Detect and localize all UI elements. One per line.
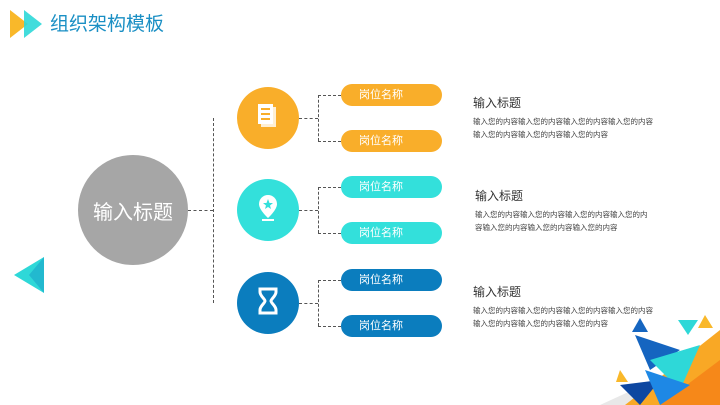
connector (318, 141, 341, 142)
connector (299, 303, 318, 304)
location-star-icon (257, 194, 279, 226)
section-body-line: 输入您的内容输入您的内容输入您的内容输入您的内 (475, 210, 648, 219)
connector (318, 280, 341, 281)
section-title: 输入标题 (473, 285, 522, 299)
title-arrows-icon (10, 10, 42, 38)
connector (299, 210, 318, 211)
hourglass-icon (257, 287, 279, 319)
connector (318, 326, 341, 327)
connector (318, 95, 319, 141)
page-title: 组织架构模板 (50, 13, 165, 35)
section-title: 输入标题 (473, 96, 522, 110)
connector (299, 118, 318, 119)
position-pill[interactable]: 岗位名称 (341, 269, 442, 291)
connector (318, 233, 341, 234)
group-node-1 (237, 87, 299, 149)
connector (318, 187, 341, 188)
group-node-3 (237, 272, 299, 334)
position-pill[interactable]: 岗位名称 (341, 222, 442, 244)
connector (318, 95, 341, 96)
section-title: 输入标题 (475, 189, 524, 203)
position-pill[interactable]: 岗位名称 (341, 315, 442, 337)
connector (318, 280, 319, 326)
position-pill[interactable]: 岗位名称 (341, 130, 442, 152)
connector (318, 187, 319, 233)
corner-triangles-decoration (600, 315, 720, 405)
position-pill[interactable]: 岗位名称 (341, 176, 442, 198)
center-node: 输入标题 (78, 155, 188, 265)
left-triangle-decoration (14, 257, 44, 293)
group-node-2 (237, 179, 299, 241)
section-body-line: 输入您的内容输入您的内容输入您的内容 (473, 319, 608, 328)
section-body-line: 容输入您的内容输入您的内容输入您的内容 (475, 223, 618, 232)
connector (188, 210, 213, 211)
position-pill[interactable]: 岗位名称 (341, 84, 442, 106)
document-icon (256, 103, 280, 133)
section-body-line: 输入您的内容输入您的内容输入您的内容输入您的内容 (473, 306, 653, 315)
connector (213, 118, 214, 303)
section-body-line: 输入您的内容输入您的内容输入您的内容输入您的内容 (473, 117, 653, 126)
section-body-line: 输入您的内容输入您的内容输入您的内容 (473, 130, 608, 139)
